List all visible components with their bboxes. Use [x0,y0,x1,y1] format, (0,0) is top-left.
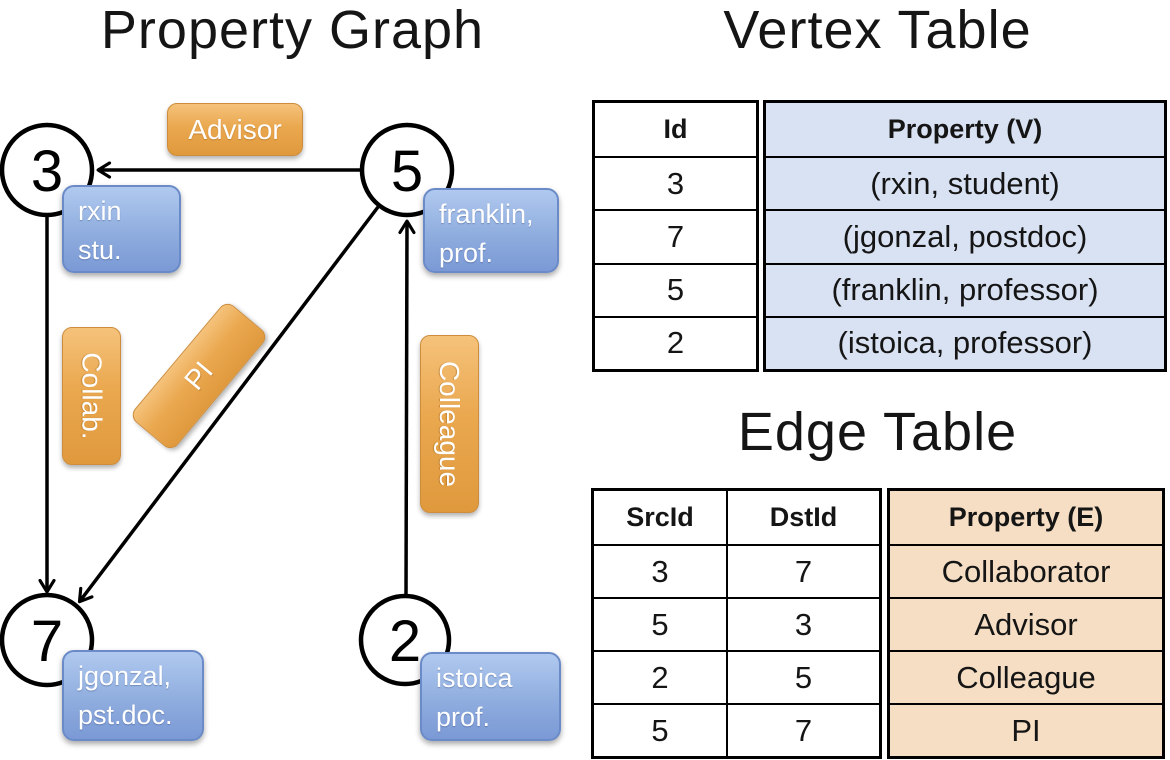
edge-table-src-cell: 5 [594,703,728,756]
edge-label-collab: Collab. [62,327,121,465]
vertex-id-2: 2 [389,609,421,674]
vertex-id-3: 3 [31,139,63,204]
edge-pi-5-to-7 [77,205,380,604]
edge-table-dst-cell: 7 [728,544,879,597]
vertex-table-id-cell: 7 [595,209,756,262]
vertex-prop-box-5: franklin, prof. [423,188,559,273]
vertex-prop-box-5-line2: prof. [439,238,494,268]
vertex-prop-box-7-line1: jgonzal, [78,661,172,691]
vertex-table-property-cell: (istoica, professor) [766,315,1164,369]
vertex-table-property-header: Property (V) [766,103,1164,157]
vertex-table-id-cell: 2 [595,315,756,369]
vertex-prop-box-3: rxin stu. [62,185,181,273]
edge-table-property-header: Property (E) [890,491,1162,544]
edge-label-advisor-text: Advisor [188,113,282,145]
vertex-prop-box-7-line2: pst.doc. [78,700,173,730]
edge-label-pi-text: PI [178,355,219,396]
edge-label-collab-text: Collab. [76,352,108,440]
vertex-table-property-column: Property (V) (rxin, student) (jgonzal, p… [763,100,1167,372]
vertex-prop-box-3-line2: stu. [78,235,122,265]
vertex-prop-box-3-line1: rxin [78,196,122,226]
vertex-table-property-cell: (rxin, student) [766,156,1164,210]
vertex-prop-box-2-line2: prof. [436,702,491,732]
vertex-table-property-cell: (jgonzal, postdoc) [766,209,1164,263]
vertex-table-id-cell: 5 [595,262,756,316]
edge-table-property-cell: Colleague [890,650,1162,703]
edge-table-dst-cell: 7 [728,703,879,756]
vertex-table-id-cell: 3 [595,156,756,209]
edge-table-dst-cell: 3 [728,597,879,650]
edge-table-property-cell: PI [890,703,1162,756]
property-graph-title: Property Graph [100,0,485,60]
vertex-prop-box-2: istoica prof. [420,652,561,741]
edge-table-dst-header: DstId [769,502,838,532]
edge-table-dst-cell: 5 [728,650,879,703]
edge-colleague-2-to-5 [398,219,416,597]
edge-table-property-cell: Advisor [890,597,1162,650]
vertex-prop-box-7: jgonzal, pst.doc. [62,650,204,741]
edge-table-src-header: SrcId [594,491,728,544]
vertex-id-5: 5 [391,139,423,204]
edge-label-advisor: Advisor [167,103,303,156]
edge-table-property-column: Property (E) Collaborator Advisor Collea… [887,488,1165,759]
edge-label-colleague-text: Colleague [434,360,466,488]
vertex-table-id-column: Id 3 7 5 2 [592,100,759,372]
vertex-table-id-header: Id [663,114,688,145]
vertex-table-title: Vertex Table [723,0,1032,60]
vertex-prop-box-5-line1: franklin, [439,199,534,229]
edge-table-src-cell: 5 [594,597,728,650]
edge-table-src-cell: 3 [594,544,728,597]
vertex-id-7: 7 [31,609,63,674]
vertex-prop-box-2-line1: istoica [436,663,513,693]
edge-table-property-cell: Collaborator [890,544,1162,597]
vertex-table-property-cell: (franklin, professor) [766,262,1164,316]
edge-table-ids-columns: SrcId DstId 3 7 5 3 2 5 5 7 [591,488,882,759]
edge-label-colleague: Colleague [420,335,479,513]
edge-table-src-cell: 2 [594,650,728,703]
edge-table-title: Edge Table [737,402,1018,462]
